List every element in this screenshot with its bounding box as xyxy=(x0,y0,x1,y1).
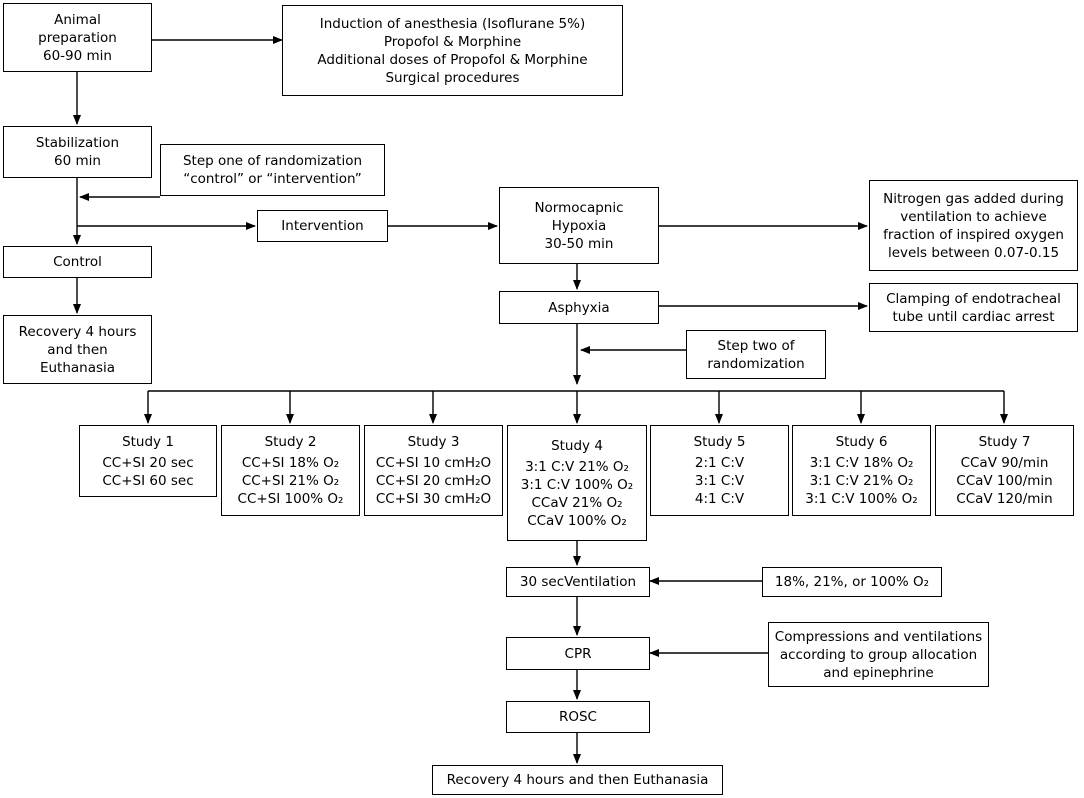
study-5-line-2: 3:1 C:V xyxy=(694,473,745,489)
study-4-line-1: 3:1 C:V 21% O₂ xyxy=(525,458,629,475)
animal-prep-line-2: preparation xyxy=(38,29,117,46)
study-7-box: Study 7 CCaV 90/min CCaV 100/min CCaV 12… xyxy=(935,425,1074,516)
randomization-one-line-1: Step one of randomization xyxy=(182,153,363,169)
study-6-line-2: 3:1 C:V 21% O₂ xyxy=(809,473,914,489)
ventilation-box: 30 secVentilation xyxy=(506,567,650,597)
study-4-line-4: CCaV 100% O₂ xyxy=(527,512,627,529)
study-4-title: Study 4 xyxy=(551,437,603,454)
study-3-line-2: CC+SI 20 cmH₂O xyxy=(375,473,492,489)
study-3-line-3: CC+SI 30 cmH₂O xyxy=(375,491,492,507)
hypoxia-line-2: Hypoxia xyxy=(551,217,607,234)
study-3-line-1: CC+SI 10 cmH₂O xyxy=(375,455,492,471)
study-2-line-1: CC+SI 18% O₂ xyxy=(241,455,340,471)
stabilization-line-2: 60 min xyxy=(54,153,101,169)
intervention-box: Intervention xyxy=(257,210,388,242)
randomization-one-line-2: “control” or “intervention” xyxy=(183,171,362,187)
recovery-final-box: Recovery 4 hours and then Euthanasia xyxy=(432,765,723,795)
recovery-control-line-1: Recovery 4 hours xyxy=(18,323,137,340)
rosc-label: ROSC xyxy=(558,709,597,725)
compressions-line-3: and epinephrine xyxy=(823,664,934,681)
study-6-box: Study 6 3:1 C:V 18% O₂ 3:1 C:V 21% O₂ 3:… xyxy=(792,425,931,516)
rosc-box: ROSC xyxy=(506,701,650,733)
study-5-line-1: 2:1 C:V xyxy=(694,455,745,471)
randomization-one-box: Step one of randomization “control” or “… xyxy=(160,144,385,196)
animal-prep-line-3: 60-90 min xyxy=(43,47,112,64)
clamping-line-1: Clamping of endotracheal xyxy=(886,290,1061,307)
hypoxia-box: Normocapnic Hypoxia 30-50 min xyxy=(499,187,659,264)
study-1-line-2: CC+SI 60 sec xyxy=(102,472,194,489)
anesthesia-line-4: Surgical procedures xyxy=(385,69,520,86)
recovery-final-label: Recovery 4 hours and then Euthanasia xyxy=(446,772,709,788)
nitrogen-line-1: Nitrogen gas added during xyxy=(883,190,1064,207)
study-3-box: Study 3 CC+SI 10 cmH₂O CC+SI 20 cmH₂O CC… xyxy=(364,425,503,516)
anesthesia-line-1: Induction of anesthesia (Isoflurane 5%) xyxy=(319,15,586,32)
compressions-line-2: according to group allocation xyxy=(779,646,978,663)
study-6-title: Study 6 xyxy=(835,434,888,450)
clamping-box: Clamping of endotracheal tube until card… xyxy=(869,283,1078,332)
asphyxia-box: Asphyxia xyxy=(499,291,659,324)
study-6-line-1: 3:1 C:V 18% O₂ xyxy=(809,455,914,471)
study-1-title: Study 1 xyxy=(122,433,174,450)
ventilation-label: 30 secVentilation xyxy=(519,574,637,590)
study-5-title: Study 5 xyxy=(693,434,746,450)
nitrogen-line-3: fraction of inspired oxygen xyxy=(883,226,1064,243)
study-2-box: Study 2 CC+SI 18% O₂ CC+SI 21% O₂ CC+SI … xyxy=(221,425,360,516)
cpr-label: CPR xyxy=(564,645,592,662)
hypoxia-line-3: 30-50 min xyxy=(544,235,614,252)
anesthesia-line-3: Additional doses of Propofol & Morphine xyxy=(317,51,588,68)
study-2-line-3: CC+SI 100% O₂ xyxy=(237,491,344,507)
study-7-line-1: CCaV 90/min xyxy=(960,455,1049,471)
study-7-line-3: CCaV 120/min xyxy=(956,491,1053,507)
intervention-label: Intervention xyxy=(281,218,364,234)
study-5-box: Study 5 2:1 C:V 3:1 C:V 4:1 C:V xyxy=(650,425,789,516)
study-3-title: Study 3 xyxy=(407,434,460,450)
control-label: Control xyxy=(53,254,102,270)
study-1-line-1: CC+SI 20 sec xyxy=(102,454,194,471)
study-2-line-2: CC+SI 21% O₂ xyxy=(241,473,340,489)
animal-preparation-box: Animal preparation 60-90 min xyxy=(3,3,152,72)
animal-prep-line-1: Animal xyxy=(54,11,101,28)
oxygen-options-box: 18%, 21%, or 100% O₂ xyxy=(762,567,942,597)
nitrogen-box: Nitrogen gas added during ventilation to… xyxy=(869,180,1078,271)
study-4-box: Study 4 3:1 C:V 21% O₂ 3:1 C:V 100% O₂ C… xyxy=(507,425,647,541)
study-6-line-3: 3:1 C:V 100% O₂ xyxy=(805,491,918,507)
clamping-line-2: tube until cardiac arrest xyxy=(892,308,1055,325)
study-4-line-3: CCaV 21% O₂ xyxy=(531,494,623,511)
study-2-title: Study 2 xyxy=(264,434,317,450)
nitrogen-line-2: ventilation to achieve xyxy=(900,208,1047,225)
randomization-two-box: Step two of randomization xyxy=(686,330,826,379)
study-7-title: Study 7 xyxy=(978,434,1031,450)
randomization-two-line-1: Step two of xyxy=(717,337,795,354)
control-box: Control xyxy=(3,246,152,278)
recovery-control-line-3: Euthanasia xyxy=(39,359,116,376)
stabilization-line-1: Stabilization xyxy=(35,135,120,151)
oxygen-options-label: 18%, 21%, or 100% O₂ xyxy=(774,574,930,590)
recovery-control-line-2: and then xyxy=(47,341,108,358)
compressions-line-1: Compressions and ventilations xyxy=(774,628,983,645)
recovery-control-box: Recovery 4 hours and then Euthanasia xyxy=(3,315,152,384)
randomization-two-line-2: randomization xyxy=(707,355,805,372)
anesthesia-line-2: Propofol & Morphine xyxy=(383,33,522,50)
cpr-box: CPR xyxy=(506,637,650,670)
asphyxia-label: Asphyxia xyxy=(548,299,610,316)
study-5-line-3: 4:1 C:V xyxy=(694,491,745,507)
hypoxia-line-1: Normocapnic xyxy=(534,199,624,216)
anesthesia-box: Induction of anesthesia (Isoflurane 5%) … xyxy=(282,5,623,96)
study-7-line-2: CCaV 100/min xyxy=(956,473,1053,489)
nitrogen-line-4: levels between 0.07-0.15 xyxy=(887,244,1060,261)
study-1-box: Study 1 CC+SI 20 sec CC+SI 60 sec xyxy=(79,425,217,497)
compressions-box: Compressions and ventilations according … xyxy=(768,622,989,687)
stabilization-box: Stabilization 60 min xyxy=(3,126,152,178)
study-4-line-2: 3:1 C:V 100% O₂ xyxy=(520,476,634,493)
